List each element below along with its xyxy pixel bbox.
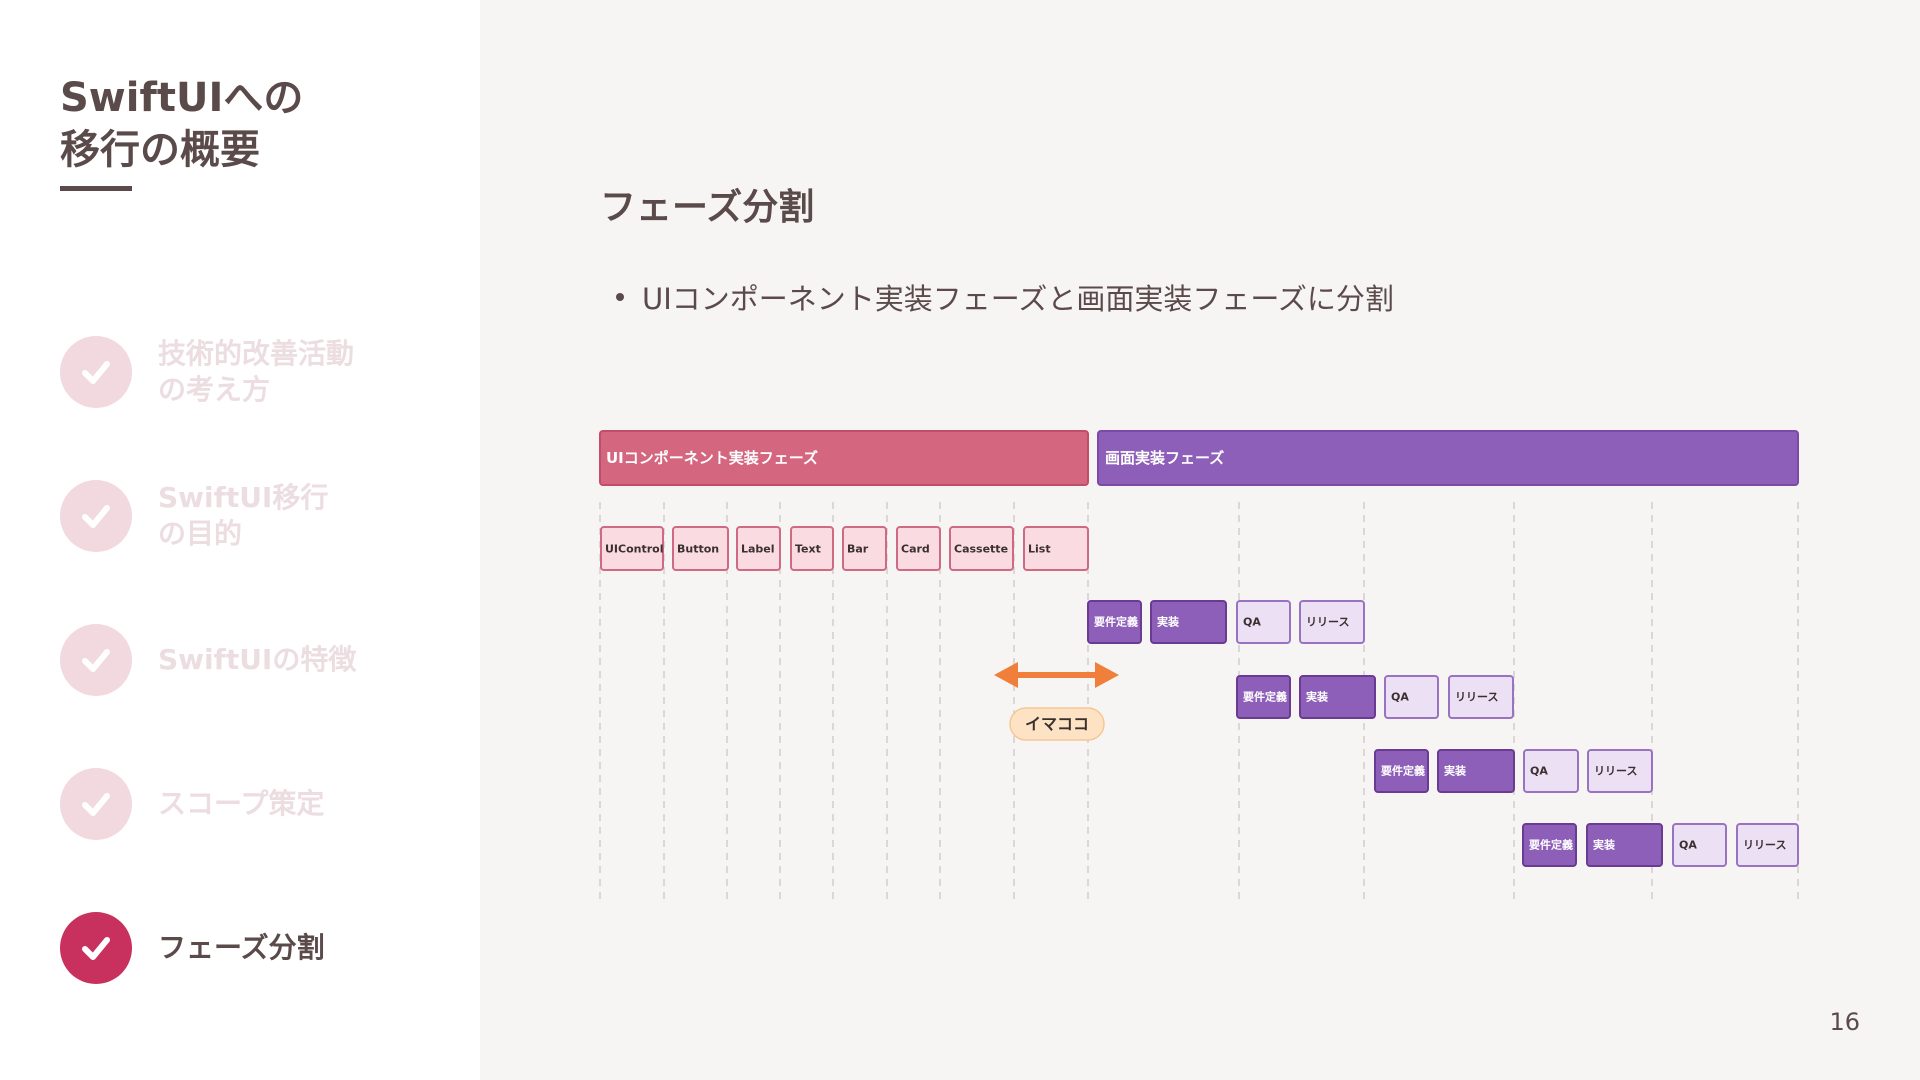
task-box xyxy=(1586,823,1663,867)
nav-item-tech-improvement[interactable]: 技術的改善活動 の考え方 xyxy=(60,336,460,408)
task-box xyxy=(1522,823,1577,867)
sidebar-title-line-1: SwiftUIへの xyxy=(60,75,304,121)
task-label: リリース xyxy=(1455,691,1498,704)
bullet-dot xyxy=(616,293,624,301)
component-label: Label xyxy=(741,543,775,556)
title-underline xyxy=(60,186,132,191)
task-box xyxy=(1384,675,1439,719)
sidebar-title: SwiftUIへの 移行の概要 xyxy=(60,72,303,176)
task-box xyxy=(1299,600,1365,644)
task-label: 要件定義 xyxy=(1243,690,1287,704)
task-box xyxy=(1236,600,1291,644)
bullet-item: UIコンポーネント実装フェーズと画面実装フェーズに分割 xyxy=(616,276,1394,318)
task-box xyxy=(1736,823,1799,867)
nav-item-label: SwiftUIの特徴 xyxy=(158,643,357,676)
nav-item-label: SwiftUI移行 の目的 xyxy=(158,481,329,550)
task-label: リリース xyxy=(1594,765,1637,778)
marker-label: イマココ xyxy=(1025,715,1089,734)
component-box xyxy=(600,526,664,571)
nav-item-phase-split[interactable]: フェーズ分割 xyxy=(60,912,460,984)
check-icon xyxy=(60,624,132,696)
nav-item-migration-purpose[interactable]: SwiftUI移行 の目的 xyxy=(60,480,460,552)
component-phase-bar xyxy=(599,430,1089,486)
bullet-text: UIコンポーネント実装フェーズと画面実装フェーズに分割 xyxy=(642,282,1394,316)
task-label: 要件定義 xyxy=(1529,838,1573,852)
component-label: Card xyxy=(901,543,930,556)
task-box xyxy=(1448,675,1514,719)
task-box xyxy=(1672,823,1727,867)
component-label: UIControl xyxy=(605,543,664,556)
task-label: 要件定義 xyxy=(1381,764,1425,778)
marker-badge xyxy=(1009,707,1105,741)
task-box xyxy=(1299,675,1376,719)
page-number: 16 xyxy=(1829,1008,1860,1036)
nav-item-label: 技術的改善活動 の考え方 xyxy=(158,337,355,406)
check-icon xyxy=(60,480,132,552)
screen-phase-label: 画面実装フェーズ xyxy=(1105,449,1224,467)
screen-phase-bar xyxy=(1097,430,1799,486)
section-heading: フェーズ分割 xyxy=(600,187,815,228)
component-box xyxy=(672,526,729,571)
component-label: Button xyxy=(677,543,719,556)
check-icon xyxy=(60,912,132,984)
check-icon xyxy=(60,768,132,840)
task-label: QA xyxy=(1530,765,1548,778)
component-box xyxy=(790,526,834,571)
task-box xyxy=(1587,749,1653,793)
component-box xyxy=(896,526,941,571)
component-label: Bar xyxy=(847,543,869,556)
task-box xyxy=(1236,675,1291,719)
nav-item-label: スコープ策定 xyxy=(158,787,325,820)
nav-item-swiftui-features[interactable]: SwiftUIの特徴 xyxy=(60,624,460,696)
task-box xyxy=(1374,749,1429,793)
component-box xyxy=(949,526,1014,571)
component-phase-label: UIコンポーネント実装フェーズ xyxy=(606,449,818,467)
component-label: Cassette xyxy=(954,543,1008,556)
nav-item-scope[interactable]: スコープ策定 xyxy=(60,768,460,840)
component-label: Text xyxy=(795,543,821,556)
task-box xyxy=(1437,749,1515,793)
task-label: 要件定義 xyxy=(1094,615,1138,629)
task-box xyxy=(1150,600,1227,644)
task-label: 実装 xyxy=(1157,615,1179,629)
check-icon xyxy=(60,336,132,408)
task-label: リリース xyxy=(1306,616,1349,629)
component-label: List xyxy=(1028,543,1051,556)
component-box xyxy=(736,526,781,571)
component-box xyxy=(1023,526,1089,571)
arrow-head-right xyxy=(1095,662,1119,688)
task-label: 実装 xyxy=(1593,838,1615,852)
arrow-head-left xyxy=(994,662,1018,688)
task-label: QA xyxy=(1243,616,1261,629)
task-label: QA xyxy=(1679,839,1697,852)
task-label: QA xyxy=(1391,691,1409,704)
task-label: 実装 xyxy=(1306,690,1328,704)
component-box xyxy=(842,526,887,571)
task-box xyxy=(1087,600,1142,644)
sidebar: SwiftUIへの 移行の概要 技術的改善活動 の考え方 SwiftUI移行 の… xyxy=(0,0,480,1080)
task-box xyxy=(1523,749,1579,793)
task-label: リリース xyxy=(1743,839,1786,852)
task-label: 実装 xyxy=(1444,764,1466,778)
nav-item-label: フェーズ分割 xyxy=(158,931,325,964)
sidebar-title-line-2: 移行の概要 xyxy=(60,127,260,173)
